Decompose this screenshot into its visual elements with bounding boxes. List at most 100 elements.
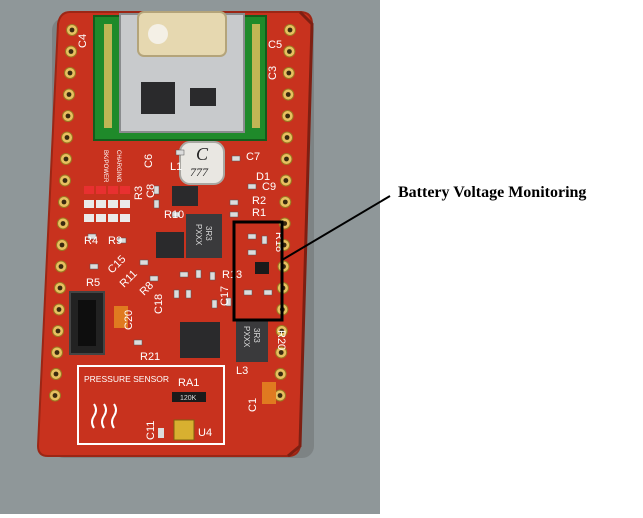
header-pad-hole bbox=[282, 199, 288, 205]
header-pad-hole bbox=[55, 328, 61, 334]
led-array bbox=[84, 186, 130, 222]
header-pad-hole bbox=[66, 92, 72, 97]
silk-label-r20: R20 bbox=[275, 330, 287, 350]
silk-label-c3: C3 bbox=[267, 66, 279, 80]
inductor-l2-code-a: 3R3 bbox=[204, 226, 213, 241]
inductor-l3-code-a: 3R3 bbox=[252, 328, 261, 343]
silk-label-c6: C6 bbox=[143, 154, 155, 168]
ic-main bbox=[180, 322, 220, 358]
cap-c11 bbox=[158, 428, 164, 438]
header-pad-hole bbox=[56, 307, 62, 312]
module-pad-row bbox=[104, 24, 112, 128]
header-pad-hole bbox=[278, 371, 283, 377]
resistor-ra1-value: 120K bbox=[180, 395, 197, 402]
module-pad-row-2 bbox=[252, 24, 260, 128]
silk-label-c4: C4 bbox=[77, 34, 89, 48]
cap-c20 bbox=[114, 306, 128, 328]
cap-c1 bbox=[262, 382, 276, 404]
module-chip bbox=[141, 82, 175, 114]
silk-label-c9: C9 bbox=[262, 181, 276, 193]
silk-label-c1: C1 bbox=[247, 398, 259, 412]
header-pad-hole bbox=[286, 70, 292, 76]
header-pad-hole bbox=[64, 135, 70, 140]
header-pad-hole bbox=[287, 27, 293, 33]
header-pads-left bbox=[49, 24, 78, 402]
silk-label-d1: D1 bbox=[256, 171, 270, 183]
silk-label-ra1: RA1 bbox=[178, 377, 199, 389]
inductor-l2-code-b: PXXX bbox=[194, 224, 203, 246]
inductor-l3 bbox=[236, 320, 268, 362]
header-pad-hole bbox=[58, 264, 64, 269]
silk-label-u4: U4 bbox=[198, 427, 212, 439]
silk-label-r21: R21 bbox=[140, 351, 160, 363]
header-pad-hole bbox=[284, 135, 290, 140]
callout-line bbox=[281, 195, 391, 261]
header-pad-hole bbox=[60, 221, 66, 226]
inductor-l1-mark: C bbox=[196, 144, 209, 164]
header-pad-hole bbox=[67, 70, 73, 76]
header-pad-hole bbox=[283, 178, 289, 183]
battery-monitor-highlight bbox=[232, 220, 284, 322]
header-pad-hole bbox=[284, 156, 289, 162]
silk-label-c11: C11 bbox=[145, 421, 157, 440]
header-pad-hole bbox=[285, 113, 291, 119]
header-pad-hole bbox=[61, 199, 67, 205]
led-label-1: BK/POWER bbox=[102, 150, 108, 183]
silk-label-r4: R4 bbox=[84, 235, 98, 247]
silk-label-r9: R9 bbox=[108, 235, 122, 247]
inductor-l1 bbox=[179, 141, 225, 185]
header-pad-hole bbox=[279, 328, 285, 334]
ic-small bbox=[255, 262, 269, 274]
pressure-sensor-outline bbox=[77, 365, 225, 445]
ic-left bbox=[156, 232, 184, 258]
sensor-u4 bbox=[173, 419, 195, 441]
inductor-l3-code-b: PXXX bbox=[242, 326, 251, 348]
header-pad-hole bbox=[285, 92, 291, 97]
header-pad-hole bbox=[65, 113, 71, 119]
silk-label-c20: C20 bbox=[123, 310, 135, 330]
header-pad-hole bbox=[278, 350, 284, 355]
silk-label-r13: R13 bbox=[222, 269, 242, 281]
inductor-l2 bbox=[186, 214, 222, 258]
resistor-ra1 bbox=[172, 392, 206, 402]
header-pad-hole bbox=[63, 156, 69, 162]
silk-label-r2: R2 bbox=[252, 195, 266, 207]
header-pad-hole bbox=[52, 393, 58, 398]
smd-passives bbox=[87, 149, 273, 346]
pressure-sensor-symbol bbox=[91, 403, 117, 429]
pcb-side-edge bbox=[287, 10, 314, 458]
header-pad-hole bbox=[54, 350, 60, 355]
silk-label-r5: R5 bbox=[86, 277, 100, 289]
silk-label-r3: R3 bbox=[133, 186, 145, 200]
battery-monitoring-label: Battery Voltage Monitoring bbox=[398, 184, 587, 201]
pressure-sensor-title: PRESSURE SENSOR bbox=[84, 374, 169, 384]
header-pad-hole bbox=[69, 27, 75, 33]
header-pad-hole bbox=[53, 371, 59, 377]
header-pad-hole bbox=[59, 242, 65, 248]
header-pad-hole bbox=[287, 49, 292, 54]
header-pad-hole bbox=[282, 221, 288, 226]
silk-label-c18: C18 bbox=[153, 294, 165, 314]
header-pad-hole bbox=[68, 49, 74, 54]
antenna-dot bbox=[148, 24, 168, 44]
silk-label-c5: C5 bbox=[268, 39, 282, 51]
header-pad-hole bbox=[57, 285, 63, 291]
silk-label-l3: L3 bbox=[236, 365, 248, 377]
ic-charger bbox=[172, 186, 198, 206]
battery-connector-slot bbox=[78, 300, 96, 346]
led-label-2: CHARGING bbox=[115, 150, 121, 183]
wifi-module-antenna bbox=[137, 11, 227, 57]
silk-label-l1: L1 bbox=[170, 161, 182, 173]
header-pad-hole bbox=[62, 178, 68, 183]
silk-label-c8: C8 bbox=[145, 184, 157, 198]
silk-label-r10: R10 bbox=[164, 209, 184, 221]
silk-label-c17: C17 bbox=[219, 286, 231, 306]
header-pad-hole bbox=[277, 393, 283, 398]
module-chip-2 bbox=[190, 88, 216, 106]
silk-label-r1: R1 bbox=[252, 207, 266, 219]
silk-label-c7: C7 bbox=[246, 151, 260, 163]
inductor-l1-code: 777 bbox=[190, 165, 209, 179]
